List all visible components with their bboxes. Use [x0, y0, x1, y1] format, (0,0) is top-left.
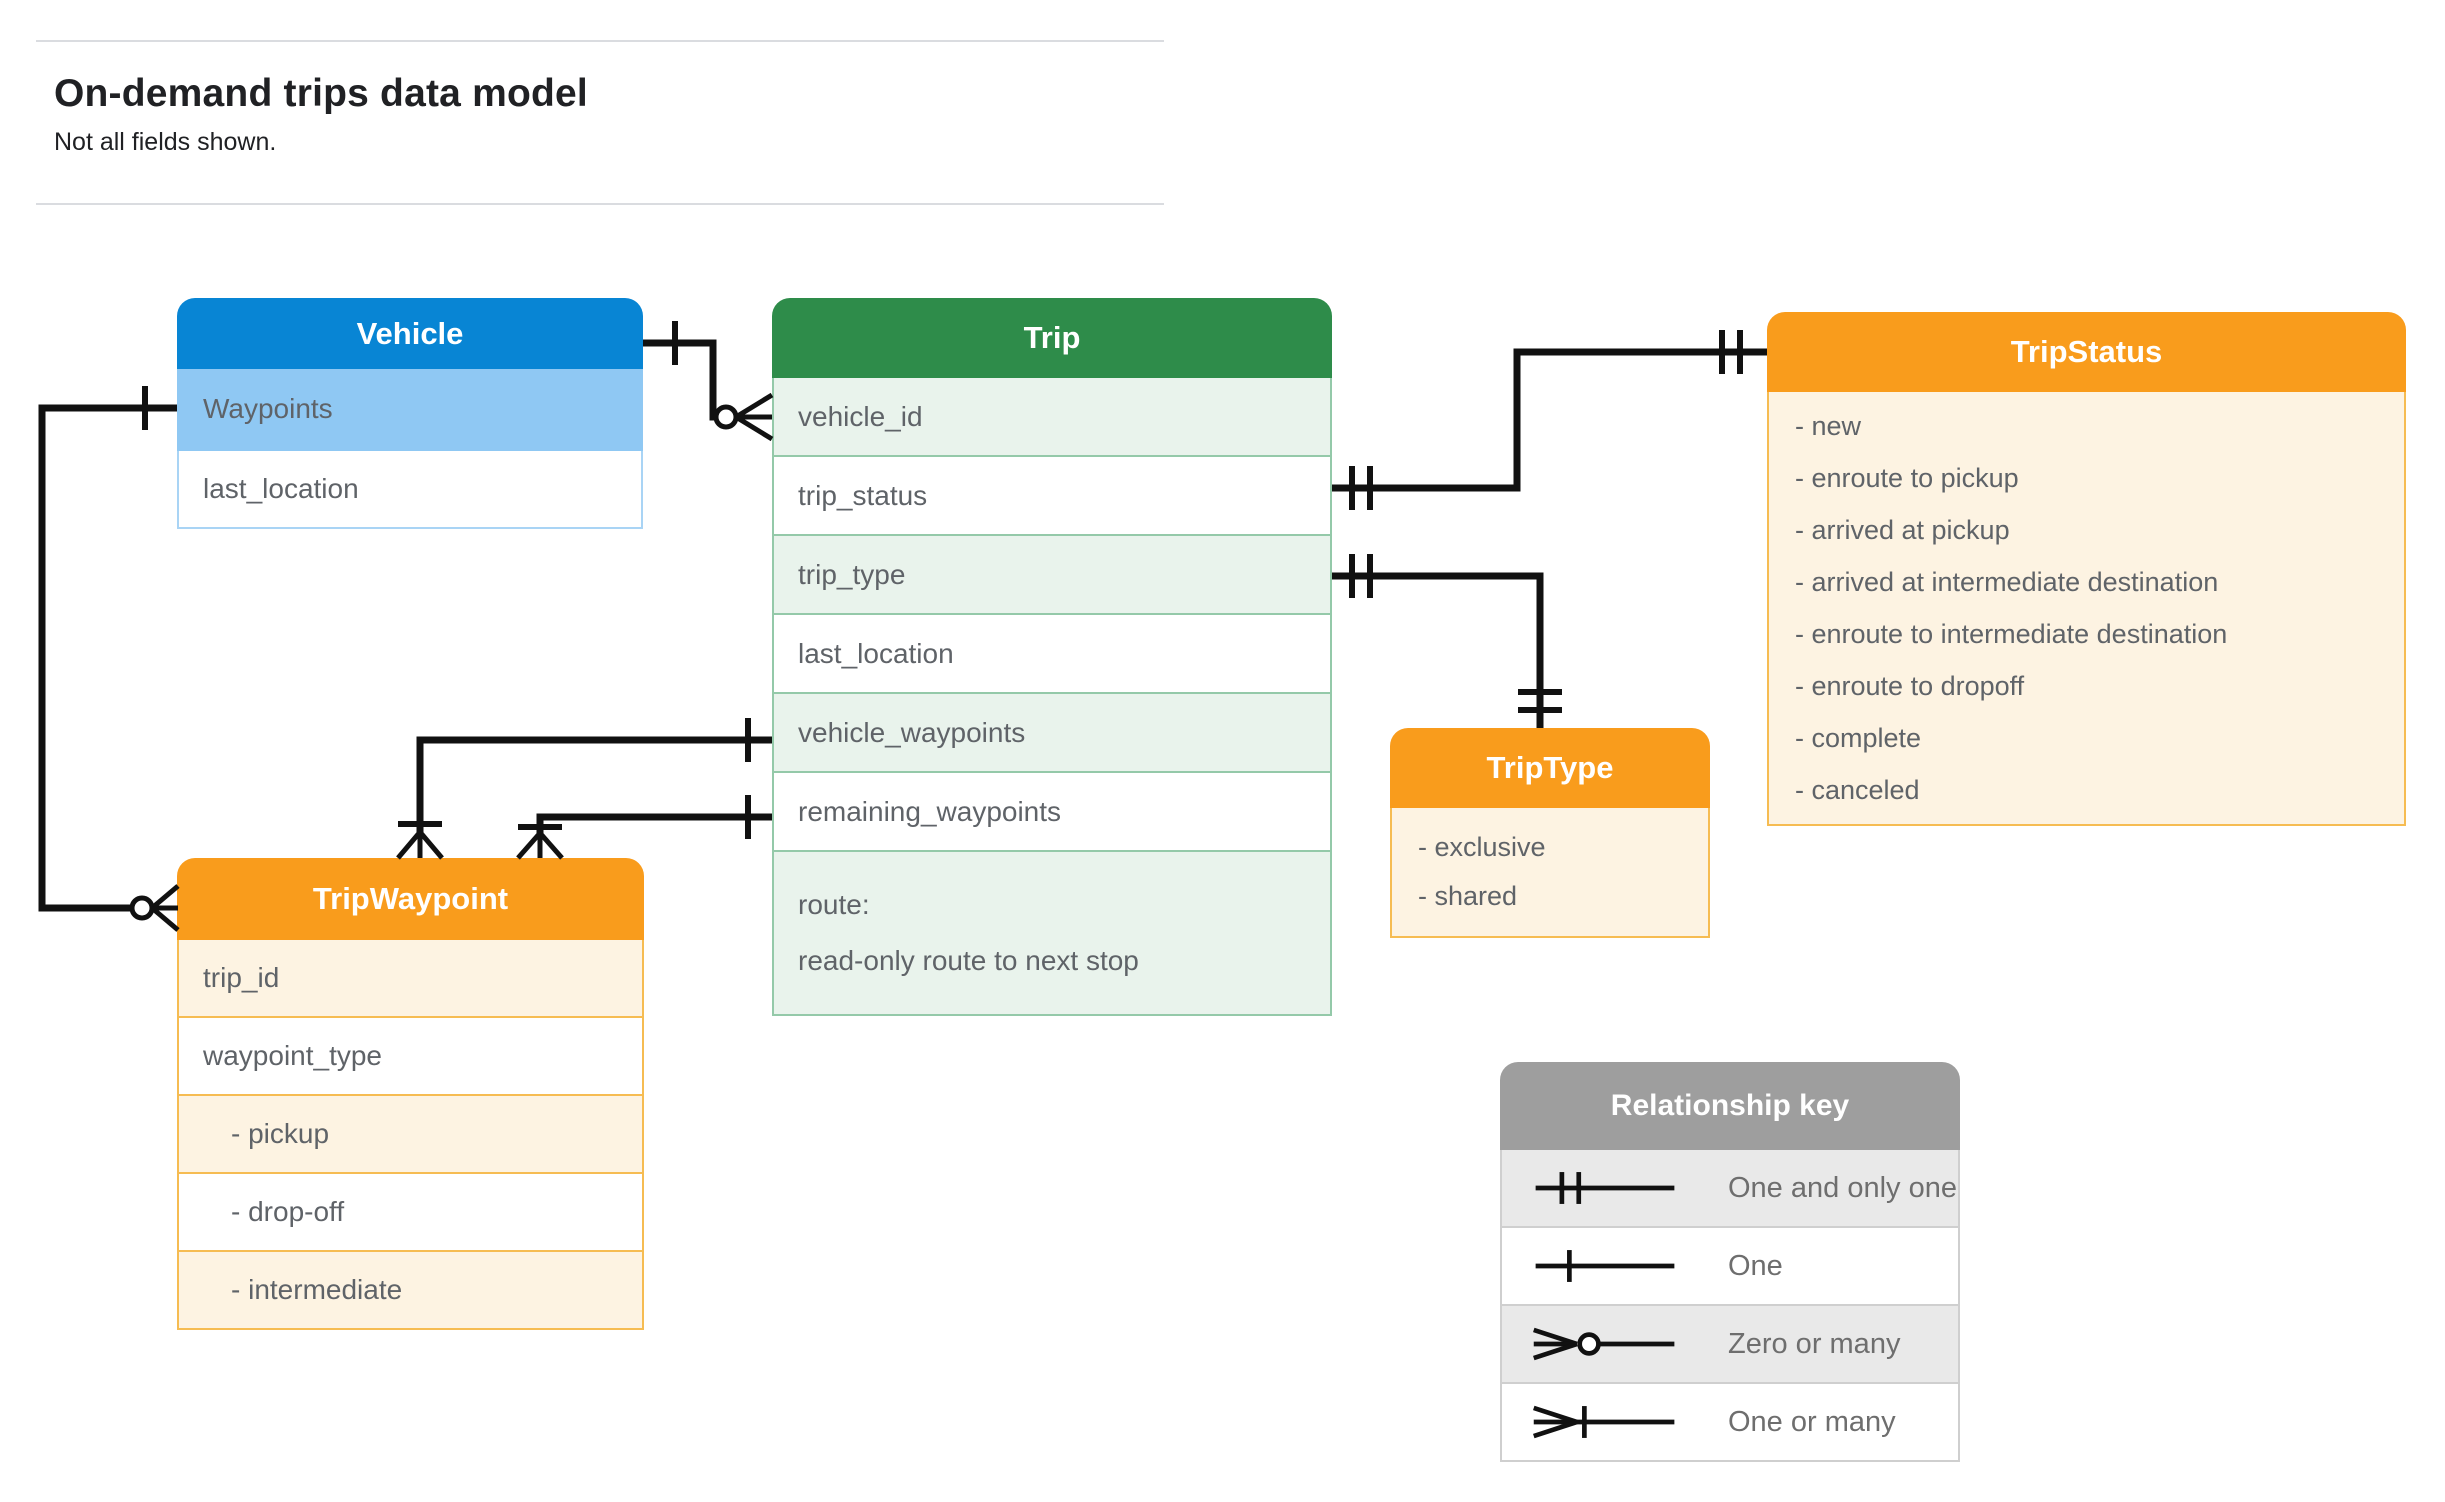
legend-row-one-and-only-one: One and only one [1500, 1150, 1960, 1228]
entity-tripstatus-title: TripStatus [1767, 312, 2406, 392]
tripwaypoint-value-intermediate: - intermediate [177, 1252, 644, 1330]
one-and-only-one-icon [1535, 1172, 1675, 1204]
legend-label: Zero or many [1728, 1327, 1901, 1360]
connector-trip-triptype [1332, 554, 1562, 728]
tripwaypoint-field-waypoint-type: waypoint_type [177, 1018, 644, 1096]
many-crowfoot [734, 392, 774, 442]
relationship-key-title: Relationship key [1500, 1062, 1960, 1150]
tripstatus-value: - enroute to pickup [1795, 462, 2019, 493]
tripstatus-value: - complete [1795, 722, 1922, 753]
trip-field-trip-type: trip_type [772, 536, 1332, 615]
tripwaypoint-field-trip-id: trip_id [177, 940, 644, 1018]
entity-vehicle: Vehicle Waypoints last_location [177, 298, 643, 529]
legend-row-one-or-many: One or many [1500, 1384, 1960, 1462]
zero-or-many-icon [1533, 1327, 1675, 1361]
entity-vehicle-title: Vehicle [177, 298, 643, 369]
tripstatus-value: - new [1795, 410, 1862, 441]
trip-field-vehicle-waypoints: vehicle_waypoints [772, 694, 1332, 773]
page-title: On-demand trips data model [54, 72, 588, 115]
triptype-value: - exclusive [1418, 832, 1546, 862]
vehicle-field-waypoints: Waypoints [177, 369, 643, 451]
one-icon [1535, 1250, 1675, 1282]
entity-triptype: TripType - exclusive - shared [1390, 728, 1710, 938]
tripstatus-value: - arrived at intermediate destination [1795, 566, 2219, 597]
many-crowfoot [396, 830, 444, 860]
tripstatus-value: - enroute to dropoff [1795, 670, 2025, 701]
legend-label: One [1728, 1249, 1783, 1282]
trip-field-route: route: read-only route to next stop [772, 852, 1332, 1016]
connector-remaining-waypoints-tripwaypoint [516, 795, 772, 860]
zero-circle [713, 404, 739, 430]
entity-trip: Trip vehicle_id trip_status trip_type la… [772, 298, 1332, 1016]
entity-triptype-title: TripType [1390, 728, 1710, 808]
relationship-key: Relationship key One and only one One Ze… [1500, 1062, 1960, 1462]
connector-vehicle-waypoints-tripwaypoint [396, 718, 772, 860]
tripstatus-value: - enroute to intermediate destination [1795, 618, 2228, 649]
entity-tripstatus: TripStatus - new - enroute to pickup - a… [1767, 312, 2406, 826]
tripstatus-value: - arrived at pickup [1795, 514, 2010, 545]
one-or-many-icon [1533, 1405, 1675, 1439]
connector-vehicle-tripwaypoint [38, 386, 180, 932]
trip-route-description: read-only route to next stop [798, 945, 1139, 976]
many-crowfoot [516, 831, 564, 860]
trip-field-trip-status: trip_status [772, 457, 1332, 536]
one-and-only-one-ticks [1349, 554, 1562, 713]
tripwaypoint-value-pickup: - pickup [177, 1096, 644, 1174]
tripwaypoint-value-drop-off: - drop-off [177, 1174, 644, 1252]
triptype-value: - shared [1418, 881, 1518, 911]
zero-circle [129, 895, 155, 921]
header-divider [36, 203, 1164, 205]
vehicle-field-last-location: last_location [177, 451, 643, 529]
entity-tripwaypoint: TripWaypoint trip_id waypoint_type - pic… [177, 858, 644, 1330]
connector-trip-tripstatus [1332, 330, 1767, 510]
tripstatus-values: - new - enroute to pickup - arrived at p… [1767, 392, 2406, 826]
triptype-values: - exclusive - shared [1390, 808, 1710, 938]
top-divider [36, 40, 1164, 42]
legend-label: One and only one [1728, 1171, 1957, 1204]
one-and-only-one-ticks [1349, 330, 1743, 510]
tripstatus-value: - canceled [1795, 774, 1920, 805]
legend-row-zero-or-many: Zero or many [1500, 1306, 1960, 1384]
entity-trip-title: Trip [772, 298, 1332, 378]
legend-label: One or many [1728, 1405, 1896, 1438]
trip-field-last-location: last_location [772, 615, 1332, 694]
legend-row-one: One [1500, 1228, 1960, 1306]
entity-tripwaypoint-title: TripWaypoint [177, 858, 644, 940]
trip-field-remaining-waypoints: remaining_waypoints [772, 773, 1332, 852]
page-subtitle: Not all fields shown. [54, 128, 277, 156]
connector-vehicle-trip [643, 321, 774, 442]
trip-route-label: route: [798, 889, 870, 920]
many-crowfoot [150, 884, 180, 932]
trip-field-vehicle-id: vehicle_id [772, 378, 1332, 457]
